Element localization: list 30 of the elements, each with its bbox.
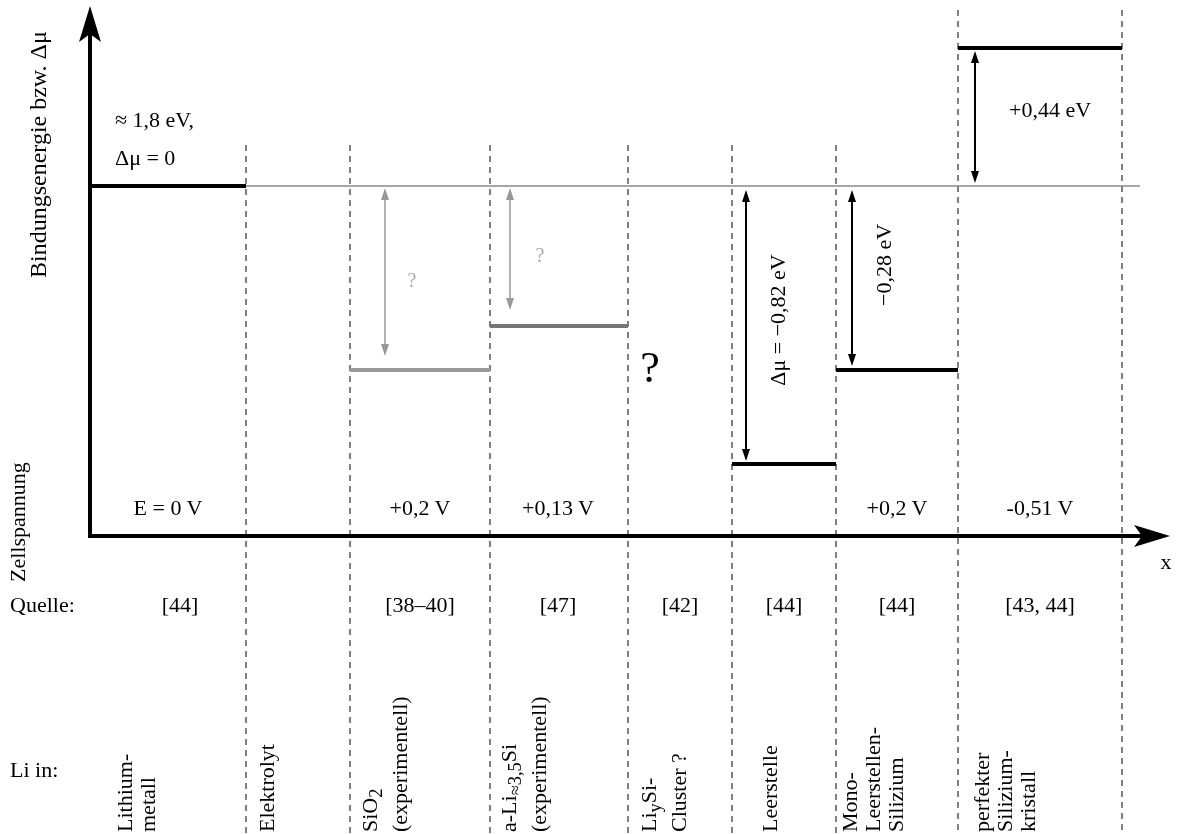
question-mark: ?	[640, 345, 660, 391]
row-label: Quelle:	[10, 593, 75, 616]
energy-label: Δμ = −0,82 eV	[766, 253, 789, 388]
column-label: Lithium- metall	[113, 752, 159, 832]
voltage-label: E = 0 V	[133, 496, 203, 519]
axis-title: Zellspannung	[6, 461, 29, 582]
source-reference: [38–40]	[385, 593, 455, 616]
source-reference: [42]	[661, 593, 699, 616]
column-label: Mono- Leerstellen- Silizium	[838, 725, 907, 832]
voltage-label: +0,13 V	[522, 496, 594, 519]
question-mark: ?	[407, 270, 417, 291]
source-reference: [47]	[539, 593, 577, 616]
source-reference: [44]	[161, 593, 199, 616]
column-label: perfekter Silizium- kristall	[970, 749, 1039, 832]
voltage-label: +0,2 V	[389, 496, 451, 519]
energy-label: −0,28 eV	[872, 222, 895, 309]
question-mark: ?	[535, 245, 545, 266]
energy-label: ≈ 1,8 eV,	[115, 108, 194, 131]
source-reference: [44]	[765, 593, 803, 616]
axis-title: Bindungsenergie bzw. Δμ	[26, 30, 51, 278]
column-label: Elektrolyt	[255, 743, 278, 832]
voltage-label: +0,2 V	[866, 496, 928, 519]
column-label: Leerstelle	[758, 744, 781, 832]
energy-label: +0,44 eV	[1008, 98, 1092, 121]
row-label: Li in:	[10, 758, 59, 781]
energy-label: Δμ = 0	[115, 146, 176, 169]
source-reference: [43, 44]	[1005, 593, 1075, 616]
source-reference: [44]	[878, 593, 916, 616]
axis-title: x	[1160, 550, 1172, 573]
voltage-label: -0,51 V	[1006, 496, 1074, 519]
